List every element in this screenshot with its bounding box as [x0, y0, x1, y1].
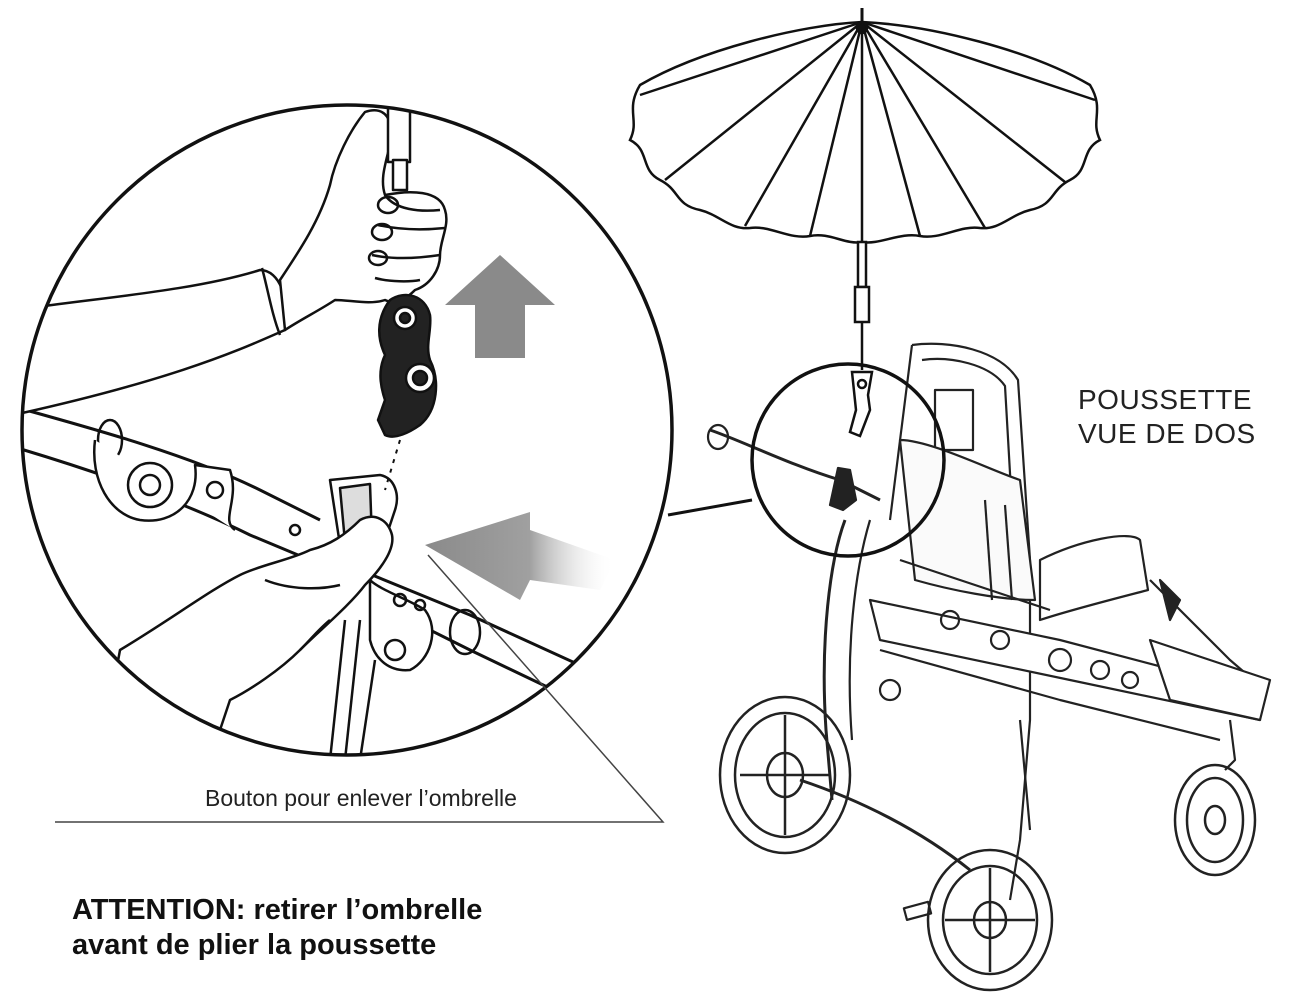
wheel-right [1173, 763, 1257, 877]
stroller-icon [706, 342, 1272, 992]
arrow-left-icon [425, 512, 615, 600]
arrow-up-icon [445, 255, 555, 358]
view-label: POUSSETTE VUE DE DOS [1078, 383, 1256, 451]
zoom-detail [20, 103, 674, 823]
button-caption: Bouton pour enlever l’ombrelle [205, 785, 517, 811]
callout-line [55, 554, 665, 823]
wheel-front [926, 848, 1054, 992]
detail-marker-circle [750, 362, 946, 558]
view-label-line2: VUE DE DOS [1078, 418, 1256, 450]
warning-line1: ATTENTION: retirer l’ombrelle [72, 894, 483, 926]
view-label-line1: POUSSETTE [1078, 384, 1253, 415]
leader-line [667, 498, 753, 517]
warning-line2: avant de plier la poussette [72, 929, 437, 962]
warning-text: ATTENTION: retirer l’ombrelle avant de p… [72, 893, 482, 964]
umbrella-icon [628, 8, 1102, 438]
wheel-left [718, 695, 852, 855]
